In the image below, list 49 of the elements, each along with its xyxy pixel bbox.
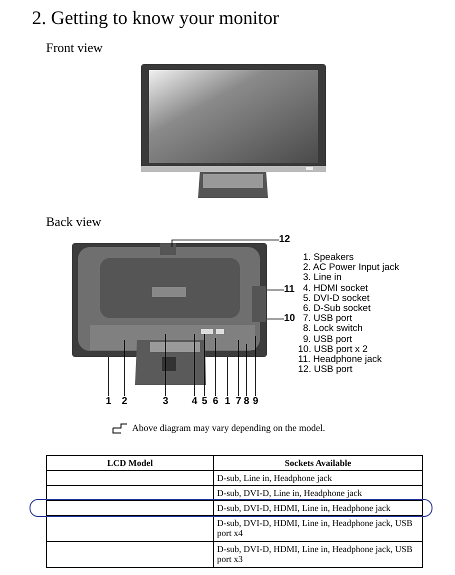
leader-line (266, 318, 284, 320)
leader-line (204, 334, 205, 396)
legend-item: 4. HDMI socket (303, 282, 368, 294)
table-cell: D-sub, DVI-D, HDMI, Line in, Headphone jack, USB port x4 (214, 516, 422, 542)
callout-number: 5 (200, 396, 209, 408)
leader-line (227, 356, 228, 396)
leader-line (246, 344, 247, 396)
note-text: Above diagram may vary depending on the model. (132, 424, 326, 434)
callout-number: 4 (190, 396, 199, 408)
section-heading: Back view (46, 214, 102, 230)
table-cell: D-sub, DVI-D, HDMI, Line in, Headphone jack, USB port x3 (214, 542, 422, 568)
table-cell: D-sub, DVI-D, HDMI, Line in, Headphone jack (214, 500, 422, 516)
leader-line (194, 334, 195, 396)
callout-number: 8 (242, 396, 251, 408)
callout-number: 6 (211, 396, 220, 408)
table-cell: D-sub, Line in, Headphone jack (214, 470, 422, 486)
leader-line (238, 340, 239, 396)
callout-number: 1 (104, 396, 113, 408)
leader-line (165, 334, 166, 396)
legend-item: 10. USB port x 2 (298, 344, 368, 355)
callout-number: 10 (284, 313, 296, 325)
callout-number: 1 (223, 396, 232, 408)
leader-line (124, 340, 125, 396)
leader-line (255, 336, 256, 396)
legend-item: 1. Speakers (303, 252, 354, 263)
callout-number: 7 (234, 396, 243, 408)
leader-line (108, 356, 109, 396)
legend-item: 6. D-Sub socket (303, 303, 371, 314)
callout-number: 2 (120, 396, 129, 408)
leader-line (215, 338, 216, 396)
callout-number: 11 (284, 284, 295, 296)
callout-number: 12 (279, 234, 290, 246)
legend-item: 9. USB port (303, 334, 352, 345)
callout-number: 3 (161, 396, 170, 408)
legend-item: 8. Lock switch (303, 323, 363, 335)
section-heading: Front view (46, 40, 103, 56)
legend-item: 5. DVI-D socket (303, 292, 370, 304)
page-title: 2. Getting to know your monitor (32, 8, 279, 30)
legend-item: 11. Headphone jack (298, 354, 382, 365)
header-cell: Sockets Available (214, 456, 422, 470)
legend-item: 3. Line in (303, 272, 342, 284)
monitor-rear-drawing (72, 243, 267, 385)
legend-item: 7. USB port (303, 313, 352, 324)
table-cell: D-sub, DVI-D, Line in, Headphone jack (214, 486, 422, 500)
leader-line (172, 240, 280, 248)
callout-number: 9 (251, 396, 260, 408)
legend-item: 12. USB port (298, 364, 352, 376)
header-cell: LCD Model (46, 456, 214, 470)
legend-item: 2. AC Power Input jack (303, 262, 400, 274)
